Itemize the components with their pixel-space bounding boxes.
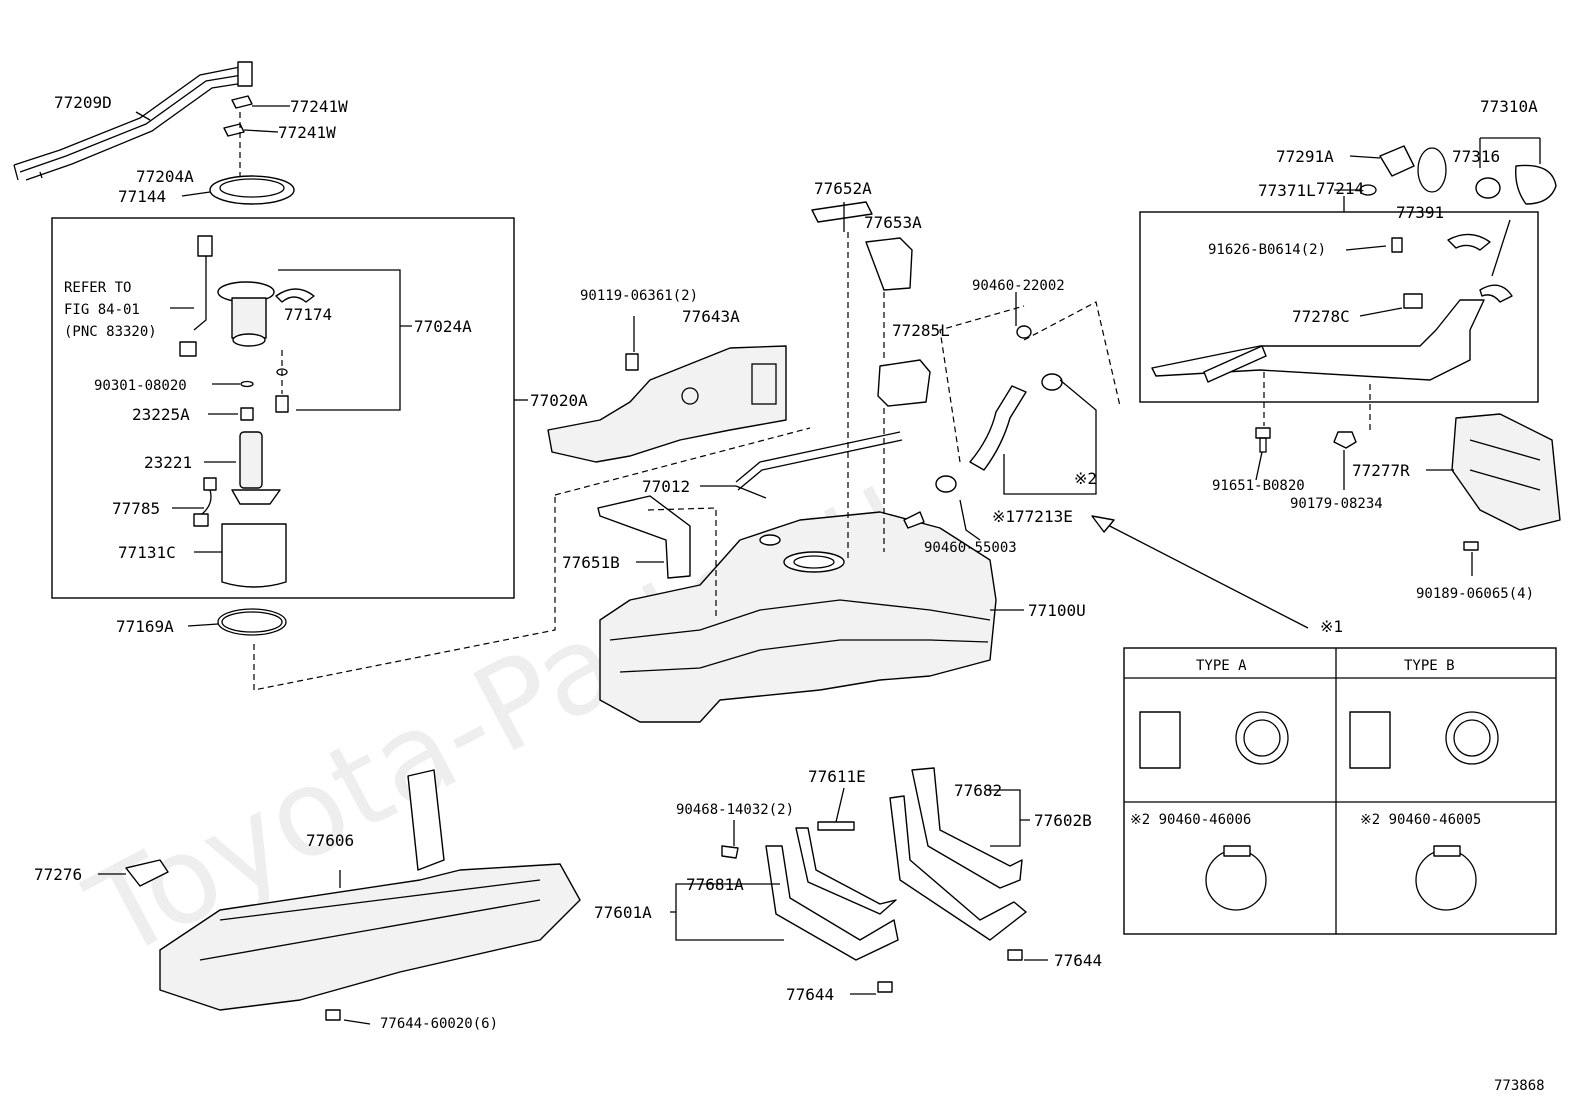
label-77204A: 77204A	[136, 167, 194, 186]
label-77644-60020: 77644-60020(6)	[380, 1016, 498, 1032]
label-90189-06065: 90189-06065(4)	[1416, 586, 1534, 602]
hose-77213E	[935, 325, 1063, 493]
label-77652A: 77652A	[814, 179, 872, 198]
label-77241W-b: 77241W	[278, 123, 336, 142]
protector-77643A	[547, 345, 787, 463]
protector-77277R	[1451, 413, 1561, 531]
bolt-91651	[1255, 427, 1271, 453]
strap-77682	[889, 767, 1027, 961]
label-77241W-a: 77241W	[290, 97, 348, 116]
label-77681A: 77681A	[686, 875, 744, 894]
fuel-tube-77209D	[13, 61, 253, 181]
label-77174: 77174	[284, 305, 332, 324]
label-fig: FIG 84-01	[64, 302, 140, 318]
label-77024A: 77024A	[414, 317, 472, 336]
label-77643A: 77643A	[682, 307, 740, 326]
label-type-a: TYPE A	[1196, 658, 1247, 674]
label-77653A: 77653A	[864, 213, 922, 232]
label-91651-B0820: 91651-B0820	[1212, 478, 1305, 494]
label-77100U: 77100U	[1028, 601, 1086, 620]
clip-77241W	[223, 95, 253, 137]
label-77131C: 77131C	[118, 543, 176, 562]
nut-90179	[1333, 431, 1357, 449]
label-77606: 77606	[306, 831, 354, 850]
label-90301-08020: 90301-08020	[94, 378, 187, 394]
label-90460-55003: 90460-55003	[924, 540, 1017, 556]
label-77644-b: 77644	[1054, 951, 1102, 970]
label-77391: 77391	[1396, 203, 1444, 222]
bolt-90189	[1463, 541, 1479, 551]
label-77213E: ※177213E	[992, 507, 1073, 526]
label-type-b: TYPE B	[1404, 658, 1455, 674]
fuel-pump-assembly	[179, 235, 315, 588]
label-77277R: 77277R	[1352, 461, 1410, 480]
label-77291A: 77291A	[1276, 147, 1334, 166]
label-77209D: 77209D	[54, 93, 112, 112]
label-77371L: 77371L	[1258, 181, 1316, 200]
label-mark-2: ※2	[1074, 469, 1097, 488]
label-mark-1: ※1	[1320, 617, 1343, 636]
lock-ring-77144	[209, 175, 295, 205]
label-77785: 77785	[112, 499, 160, 518]
label-90460-22002: 90460-22002	[972, 278, 1065, 294]
label-91626-B0614: 91626-B0614(2)	[1208, 242, 1326, 258]
label-77601A: 77601A	[594, 903, 652, 922]
label-clamp-type-a: ※2 90460-46006	[1130, 812, 1251, 828]
callout-labels: 77209D 77241W 77241W 77204A 77144 REFER …	[34, 93, 1545, 1094]
label-77214: 77214	[1316, 179, 1364, 198]
protector-77285L	[877, 359, 931, 407]
filler-cap-77310A	[1475, 164, 1557, 277]
label-23225A: 23225A	[132, 405, 190, 424]
leader-arrow	[1097, 519, 1309, 629]
figure-number: 773868	[1494, 1078, 1545, 1094]
filler-pipe	[1151, 233, 1513, 383]
filler-box-77214	[1139, 211, 1539, 403]
label-77285L: 77285L	[892, 321, 950, 340]
label-77651B: 77651B	[562, 553, 620, 572]
label-77644-a: 77644	[786, 985, 834, 1004]
label-77682: 77682	[954, 781, 1002, 800]
label-77611E: 77611E	[808, 767, 866, 786]
label-77316: 77316	[1452, 147, 1500, 166]
pad-77653A	[865, 237, 913, 291]
leader-lines	[98, 105, 1473, 1025]
label-refer-to: REFER TO	[64, 280, 131, 296]
clamp-type-table	[1123, 647, 1557, 935]
label-77020A: 77020A	[530, 391, 588, 410]
fuel-tank-77100U	[599, 511, 997, 723]
pump-assembly-box	[51, 217, 515, 599]
band-77651B	[597, 495, 691, 579]
label-77310A: 77310A	[1480, 97, 1538, 116]
protector-77606	[125, 769, 581, 1021]
gasket-77169A	[217, 608, 287, 636]
pad-77652A	[811, 201, 873, 223]
label-77012: 77012	[642, 477, 690, 496]
label-77144: 77144	[118, 187, 166, 206]
tube-77012	[735, 431, 903, 499]
label-77602B: 77602B	[1034, 811, 1092, 830]
label-77278C: 77278C	[1292, 307, 1350, 326]
label-23221: 23221	[144, 453, 192, 472]
label-90119-06361: 90119-06361(2)	[580, 288, 698, 304]
label-77276: 77276	[34, 865, 82, 884]
label-90468-14032: 90468-14032(2)	[676, 802, 794, 818]
strap-77681A	[721, 821, 899, 993]
label-pnc: (PNC 83320)	[64, 324, 157, 340]
label-clamp-type-b: ※2 90460-46005	[1360, 812, 1481, 828]
label-77169A: 77169A	[116, 617, 174, 636]
label-90179-08234: 90179-08234	[1290, 496, 1383, 512]
inlet-77291A	[1359, 145, 1447, 196]
